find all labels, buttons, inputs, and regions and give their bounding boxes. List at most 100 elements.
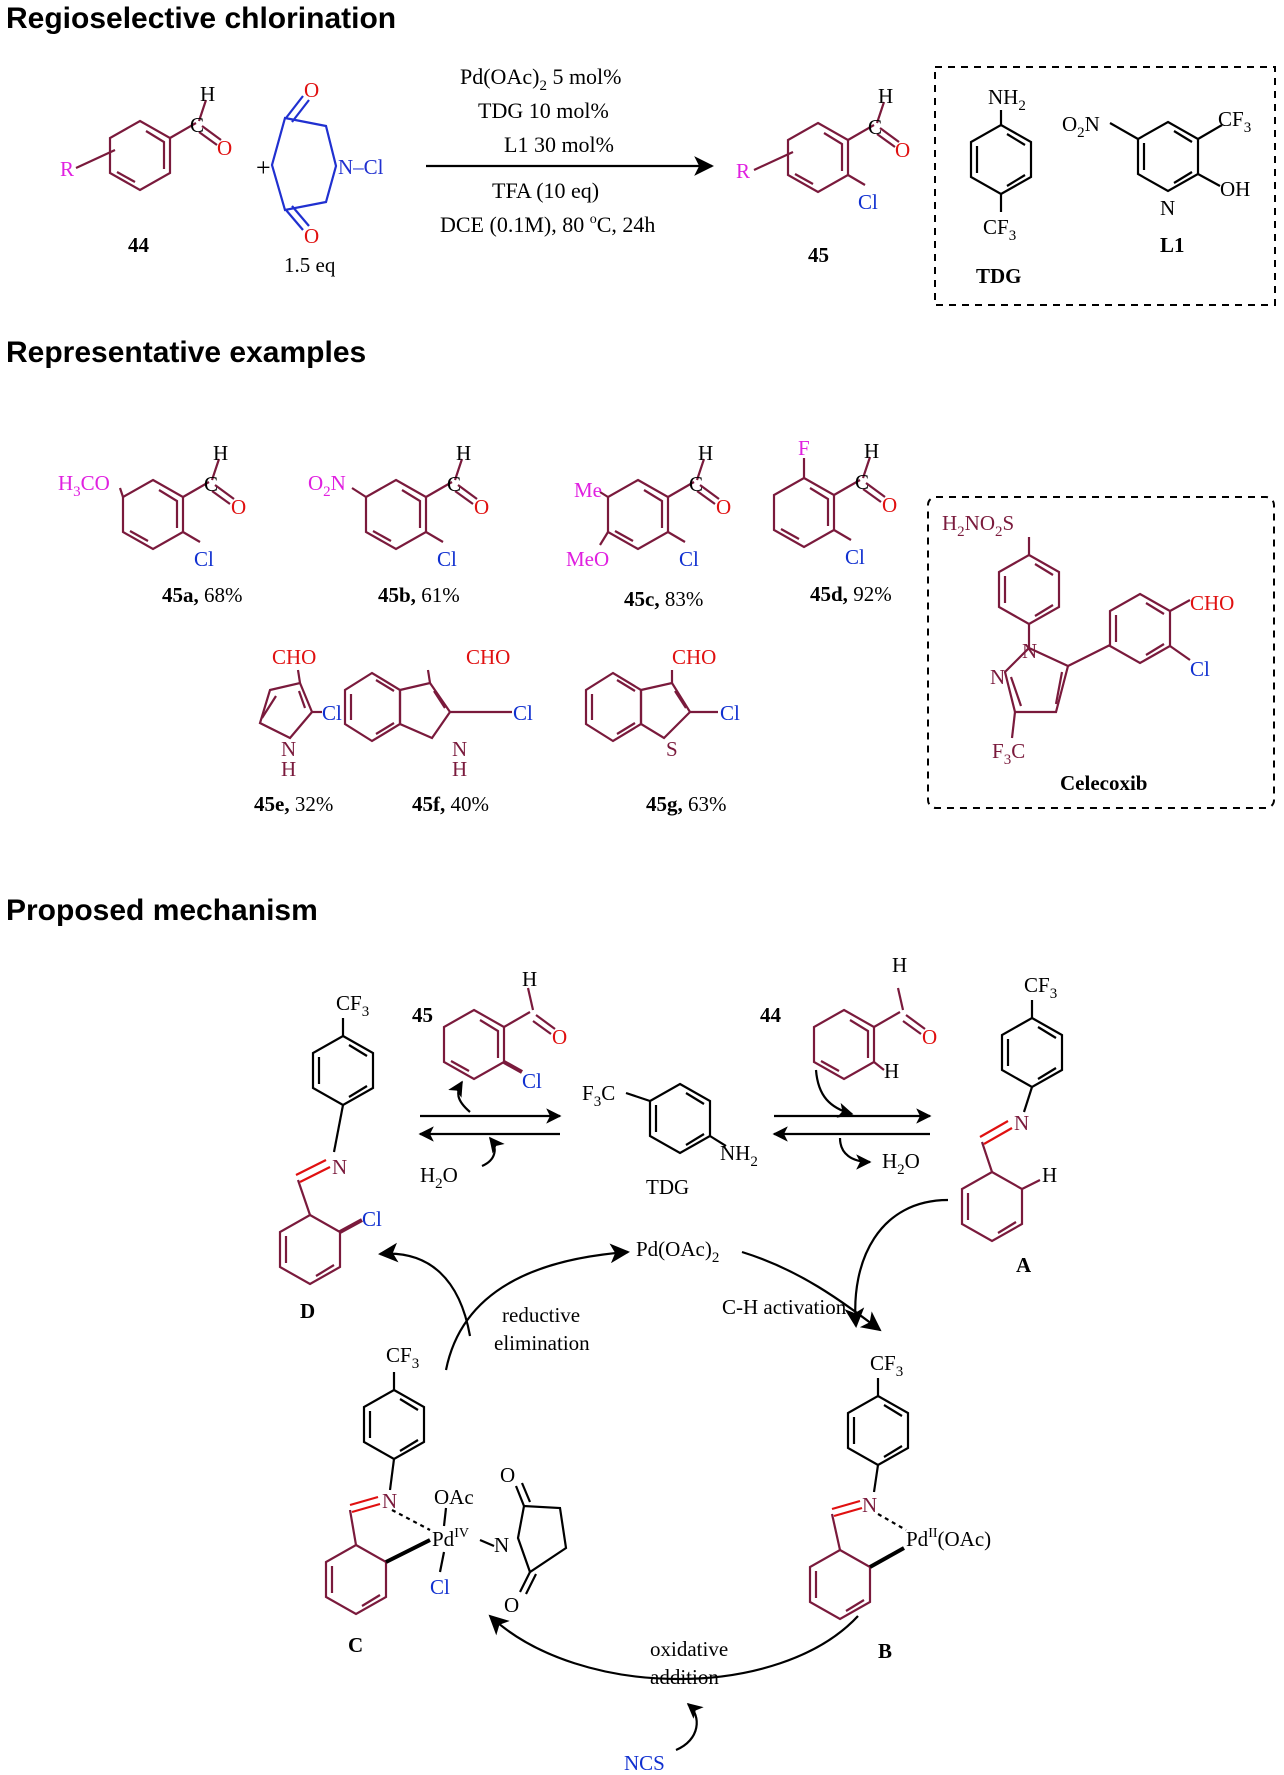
atom-Cl: Cl — [322, 701, 342, 725]
atom-O: O — [304, 78, 319, 102]
atom-O: O — [552, 1025, 567, 1049]
celecoxib-n1: N — [1022, 639, 1037, 663]
example-45d: H C O Cl F 45d, 92% — [772, 436, 897, 606]
atom-Cl: Cl — [679, 547, 699, 571]
substituent-f: F — [798, 436, 810, 460]
atom-O: O — [231, 495, 246, 519]
condition-tfa: TFA (10 eq) — [492, 178, 599, 203]
atom-O: O — [217, 136, 232, 160]
atom-Cl: Cl — [430, 1575, 450, 1599]
ncs-equivalents: 1.5 eq — [284, 253, 336, 277]
tdg-nh2: NH2 — [988, 85, 1026, 114]
atom-C: C — [447, 472, 461, 496]
cf3: CF3 — [336, 991, 369, 1020]
atom-O: O — [882, 493, 897, 517]
tdg-f3c: F3C — [582, 1081, 615, 1110]
atom-O: O — [474, 495, 489, 519]
atom-Cl: Cl — [858, 190, 878, 214]
l1-no2: O2N — [1062, 112, 1100, 141]
h2o-left: H2O — [420, 1163, 458, 1192]
atom-R: R — [736, 159, 750, 183]
atom-N: N — [452, 737, 467, 761]
atom-C: C — [855, 470, 869, 494]
atom-H: H — [522, 967, 537, 991]
mech-tdg: F3C NH2 TDG — [582, 1081, 758, 1199]
product-45: H C O Cl R 45 — [736, 84, 910, 267]
tdg-structure: NH2 CF3 TDG — [969, 85, 1033, 288]
substrate-44: H C O R 44 — [60, 82, 232, 257]
condition-solvent: DCE (0.1M), 80 oC, 24h — [440, 212, 655, 237]
tdg-label: TDG — [976, 264, 1022, 288]
atom-C: C — [868, 115, 882, 139]
condition-l1: L1 30 mol% — [504, 132, 614, 157]
atom-H: H — [864, 439, 879, 463]
atom-H: H — [884, 1059, 899, 1083]
atom-Cl: Cl — [194, 547, 214, 571]
celecoxib-cf3: F3C — [992, 739, 1025, 768]
atom-O: O — [304, 224, 319, 248]
h2o-right: H2O — [882, 1149, 920, 1178]
example-45c: H C O Cl Me MeO 45c, 83% — [566, 441, 731, 611]
atom-H: H — [281, 757, 296, 781]
intermediate-label-D: D — [300, 1299, 315, 1323]
oxidative-label-1: oxidative — [650, 1637, 728, 1661]
atom-H: H — [456, 441, 471, 465]
example-label-45g: 45g, 63% — [646, 792, 727, 816]
cf3: CF3 — [1024, 973, 1057, 1002]
atom-N: N — [862, 1493, 877, 1517]
example-label-45f: 45f, 40% — [412, 792, 489, 816]
l1-cf3: CF3 — [1218, 107, 1251, 136]
mech-product-45: H O Cl — [442, 967, 567, 1093]
ncs-in-arrow — [675, 1702, 704, 1752]
atom-C: C — [190, 113, 204, 137]
example-45f: CHO Cl N H 45f, 40% — [343, 645, 533, 816]
celecoxib-cl: Cl — [1190, 657, 1210, 681]
l1-n: N — [1160, 196, 1175, 220]
oac: OAc — [434, 1485, 474, 1509]
atom-Cl: Cl — [362, 1207, 382, 1231]
cf3: CF3 — [870, 1351, 903, 1380]
pd-catalyst: Pd(OAc)2 — [636, 1237, 719, 1266]
atom-CHO: CHO — [272, 645, 316, 669]
pd-to-B-arrow — [741, 1250, 882, 1332]
plus-sign: + — [256, 153, 271, 182]
atom-N: N — [382, 1489, 397, 1513]
compound-label-44: 44 — [128, 233, 150, 257]
reductive-label-1: reductive — [502, 1303, 580, 1327]
intermediate-label-C: C — [348, 1633, 363, 1657]
atom-N: N — [494, 1533, 509, 1557]
substrate-in-arrow — [814, 1069, 854, 1118]
water-out-arrow — [838, 1137, 872, 1170]
C-to-pd-arrow — [444, 1243, 630, 1371]
atom-O: O — [716, 495, 731, 519]
intermediate-D: CF3 N Cl D — [278, 991, 382, 1323]
l1-oh: OH — [1220, 177, 1250, 201]
atom-Cl: Cl — [720, 701, 740, 725]
atom-O: O — [500, 1463, 515, 1487]
celecoxib-cho: CHO — [1190, 591, 1234, 615]
example-label-45c: 45c, 83% — [624, 587, 703, 611]
mech-label-44: 44 — [760, 1003, 782, 1027]
condition-tdg: TDG 10 mol% — [478, 98, 609, 123]
atom-O: O — [895, 138, 910, 162]
example-45g: CHO Cl S 45g, 63% — [584, 645, 740, 816]
example-45e: CHO Cl N H 45e, 32% — [254, 645, 342, 816]
atom-C: C — [689, 472, 703, 496]
example-45a: H C O Cl H3CO 45a, 68% — [58, 441, 246, 607]
intermediate-label-B: B — [878, 1639, 892, 1663]
oxidative-label-2: addition — [650, 1665, 719, 1689]
release-arrow-45 — [448, 1080, 471, 1113]
ch-activation-label: C-H activation — [722, 1295, 847, 1319]
atom-CHO: CHO — [672, 645, 716, 669]
substituent-o2n: O2N — [308, 471, 346, 500]
atom-Cl: Cl — [513, 701, 533, 725]
celecoxib-label: Celecoxib — [1060, 771, 1147, 795]
section-title-chlorination: Regioselective chlorination — [6, 2, 396, 35]
mech-label-45: 45 — [412, 1003, 433, 1027]
intermediate-A: CF3 N H A — [960, 973, 1064, 1277]
pd-iv: PdIV — [432, 1526, 469, 1551]
example-label-45a: 45a, 68% — [162, 583, 243, 607]
atom-N: N — [281, 737, 296, 761]
atom-N: N — [1014, 1111, 1029, 1135]
